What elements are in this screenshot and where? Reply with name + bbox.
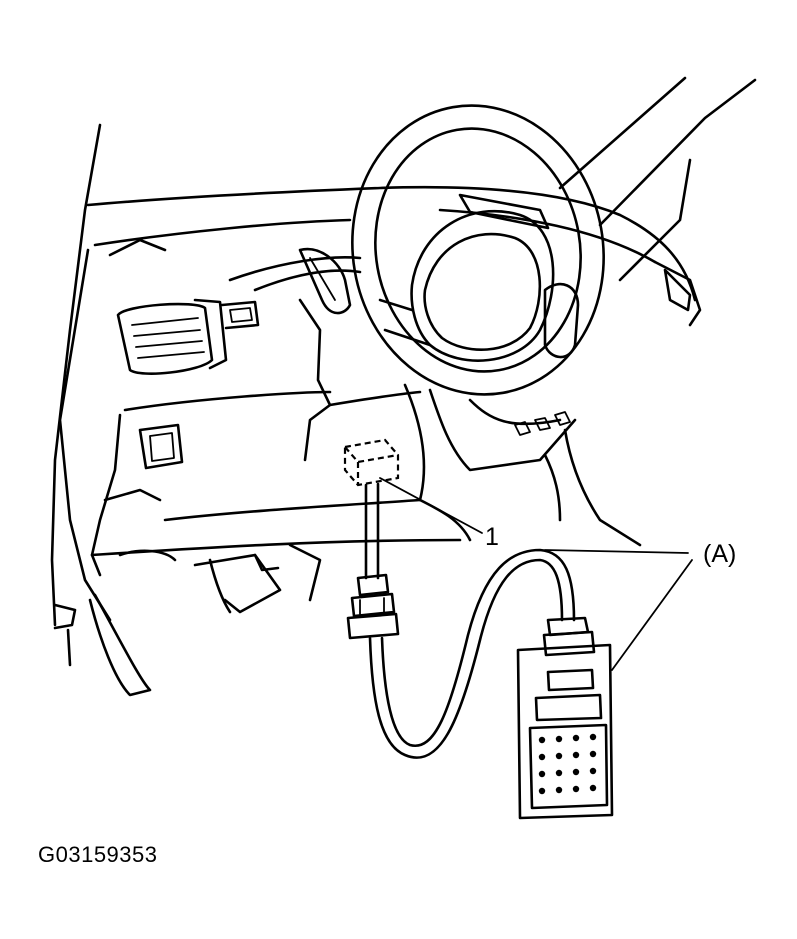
steering-column — [428, 388, 642, 547]
connector-leader-line — [379, 477, 483, 534]
air-vents — [116, 298, 260, 375]
tester-keypad — [538, 733, 597, 795]
tool-leader-lines — [544, 549, 693, 671]
hand-held-tester — [516, 616, 614, 820]
diagnostic-connector — [343, 438, 400, 487]
tester-cable — [368, 548, 576, 759]
pedals — [118, 543, 322, 614]
left-door-frame — [50, 123, 152, 697]
dashboard-top — [86, 185, 702, 327]
tool-callout-label: (A) — [703, 540, 737, 568]
connector-cable — [364, 482, 380, 580]
instrument-cluster — [228, 247, 362, 315]
windshield-pillars — [558, 76, 757, 282]
figure-id-label: G03159353 — [38, 842, 158, 867]
steering-wheel — [351, 104, 605, 396]
connector-callout-label: 1 — [485, 523, 499, 551]
plug-adapter — [346, 573, 400, 640]
